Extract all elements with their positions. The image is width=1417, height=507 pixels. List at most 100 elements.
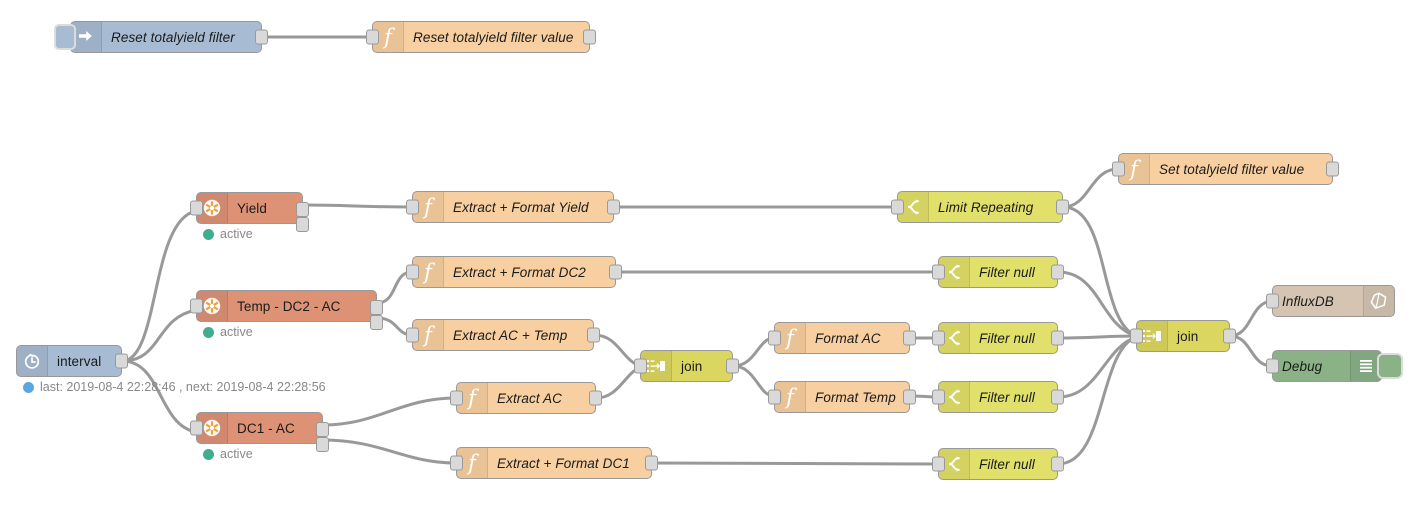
node-label: Limit Repeating bbox=[938, 199, 1034, 215]
status-text: active bbox=[220, 227, 253, 241]
input-port[interactable] bbox=[190, 298, 203, 314]
input-port[interactable] bbox=[1130, 328, 1143, 344]
node-label: InfluxDB bbox=[1282, 293, 1334, 309]
node-label: Reset totalyield filter bbox=[111, 29, 235, 45]
debug-enable-button[interactable] bbox=[1377, 353, 1403, 379]
node-filter-null-3[interactable]: Filter null bbox=[932, 381, 1064, 413]
inject-trigger-button[interactable] bbox=[54, 24, 76, 50]
function-f-icon: f bbox=[1119, 154, 1150, 184]
input-port[interactable] bbox=[450, 390, 463, 406]
status-temp-dc2-ac: active bbox=[203, 325, 253, 339]
output-port[interactable] bbox=[609, 264, 622, 280]
clock-icon bbox=[17, 346, 48, 376]
output-port-1[interactable] bbox=[296, 202, 309, 217]
input-port[interactable] bbox=[932, 330, 945, 346]
input-port[interactable] bbox=[1266, 358, 1279, 374]
input-port[interactable] bbox=[406, 327, 419, 343]
input-port[interactable] bbox=[406, 264, 419, 280]
debug-lines-icon bbox=[1350, 351, 1381, 381]
sensor-gear-icon bbox=[197, 193, 228, 223]
node-label: Filter null bbox=[979, 330, 1035, 346]
input-port[interactable] bbox=[190, 420, 203, 436]
node-format-temp[interactable]: f Format Temp bbox=[768, 381, 916, 413]
node-label: Filter null bbox=[979, 264, 1035, 280]
status-dc1-ac: active bbox=[203, 447, 253, 461]
output-port-1[interactable] bbox=[316, 422, 329, 437]
output-port-2[interactable] bbox=[370, 315, 383, 330]
output-port[interactable] bbox=[1056, 199, 1069, 215]
output-port[interactable] bbox=[1326, 161, 1339, 177]
node-filter-null-1[interactable]: Filter null bbox=[932, 256, 1064, 288]
input-port[interactable] bbox=[1266, 293, 1279, 309]
input-port[interactable] bbox=[768, 330, 781, 346]
input-port[interactable] bbox=[1112, 161, 1125, 177]
input-port[interactable] bbox=[450, 455, 463, 471]
input-port[interactable] bbox=[932, 389, 945, 405]
input-port[interactable] bbox=[932, 456, 945, 472]
node-yield[interactable]: Yield active bbox=[190, 192, 309, 241]
node-label: DC1 - AC bbox=[237, 420, 295, 436]
input-port[interactable] bbox=[768, 389, 781, 405]
output-port[interactable] bbox=[726, 358, 739, 374]
node-join-middle[interactable]: join bbox=[634, 350, 739, 382]
input-port[interactable] bbox=[190, 200, 203, 216]
output-port[interactable] bbox=[1051, 456, 1064, 472]
output-port[interactable] bbox=[583, 29, 596, 45]
node-interval[interactable]: interval last: 2019-08-4 22:28:46 , next… bbox=[16, 345, 326, 394]
input-port[interactable] bbox=[406, 199, 419, 215]
node-reset-totalyield-filter[interactable]: Reset totalyield filter bbox=[54, 21, 268, 53]
node-filter-null-4[interactable]: Filter null bbox=[932, 448, 1064, 480]
output-port[interactable] bbox=[903, 330, 916, 346]
output-port[interactable] bbox=[903, 389, 916, 405]
node-label: Extract + Format DC2 bbox=[453, 264, 586, 280]
node-extract-ac[interactable]: f Extract AC bbox=[450, 382, 602, 414]
output-port[interactable] bbox=[1051, 330, 1064, 346]
output-port-2[interactable] bbox=[296, 217, 309, 232]
input-port[interactable] bbox=[634, 358, 647, 374]
output-port[interactable] bbox=[587, 327, 600, 343]
node-influxdb[interactable]: InfluxDB bbox=[1266, 285, 1395, 317]
output-port[interactable] bbox=[1223, 328, 1236, 344]
node-debug[interactable]: Debug bbox=[1266, 350, 1403, 382]
node-label: join bbox=[1177, 328, 1199, 344]
node-label: Extract + Format DC1 bbox=[497, 455, 630, 471]
status-text: active bbox=[220, 447, 253, 461]
node-extract-format-dc2[interactable]: f Extract + Format DC2 bbox=[406, 256, 622, 288]
node-label: Format Temp bbox=[815, 389, 896, 405]
node-label: Temp - DC2 - AC bbox=[237, 298, 341, 314]
node-extract-format-dc1[interactable]: f Extract + Format DC1 bbox=[450, 447, 658, 479]
node-join-right[interactable]: join bbox=[1130, 320, 1236, 352]
node-label: Reset totalyield filter value bbox=[413, 29, 574, 45]
status-yield: active bbox=[203, 227, 253, 241]
status-dot bbox=[203, 326, 214, 338]
input-port[interactable] bbox=[891, 199, 904, 215]
input-port[interactable] bbox=[366, 29, 379, 45]
output-port[interactable] bbox=[645, 455, 658, 471]
output-port-1[interactable] bbox=[370, 300, 383, 315]
node-dc1-ac[interactable]: DC1 - AC active bbox=[190, 412, 329, 461]
node-temp-dc2-ac[interactable]: Temp - DC2 - AC active bbox=[190, 290, 383, 339]
node-extract-format-yield[interactable]: f Extract + Format Yield bbox=[406, 191, 620, 223]
node-set-totalyield-filter-value[interactable]: f Set totalyield filter value bbox=[1112, 153, 1339, 185]
status-dot bbox=[23, 381, 34, 393]
output-port[interactable] bbox=[1051, 389, 1064, 405]
node-label: Debug bbox=[1282, 358, 1323, 374]
node-filter-null-2[interactable]: Filter null bbox=[932, 322, 1064, 354]
output-port[interactable] bbox=[255, 29, 268, 45]
node-extract-ac-temp[interactable]: f Extract AC + Temp bbox=[406, 319, 600, 351]
status-interval: last: 2019-08-4 22:28:46 , next: 2019-08… bbox=[23, 380, 326, 394]
status-text: last: 2019-08-4 22:28:46 , next: 2019-08… bbox=[40, 380, 326, 394]
output-port[interactable] bbox=[1051, 264, 1064, 280]
node-label: Format AC bbox=[815, 330, 881, 346]
node-limit-repeating[interactable]: Limit Repeating bbox=[891, 191, 1069, 223]
output-port[interactable] bbox=[589, 390, 602, 406]
output-port[interactable] bbox=[115, 353, 128, 369]
node-label: Filter null bbox=[979, 456, 1035, 472]
input-port[interactable] bbox=[932, 264, 945, 280]
node-label: Extract AC bbox=[497, 390, 563, 406]
output-port[interactable] bbox=[607, 199, 620, 215]
node-reset-totalyield-filter-value[interactable]: f Reset totalyield filter value bbox=[366, 21, 596, 53]
output-port-2[interactable] bbox=[316, 437, 329, 452]
node-format-ac[interactable]: f Format AC bbox=[768, 322, 916, 354]
